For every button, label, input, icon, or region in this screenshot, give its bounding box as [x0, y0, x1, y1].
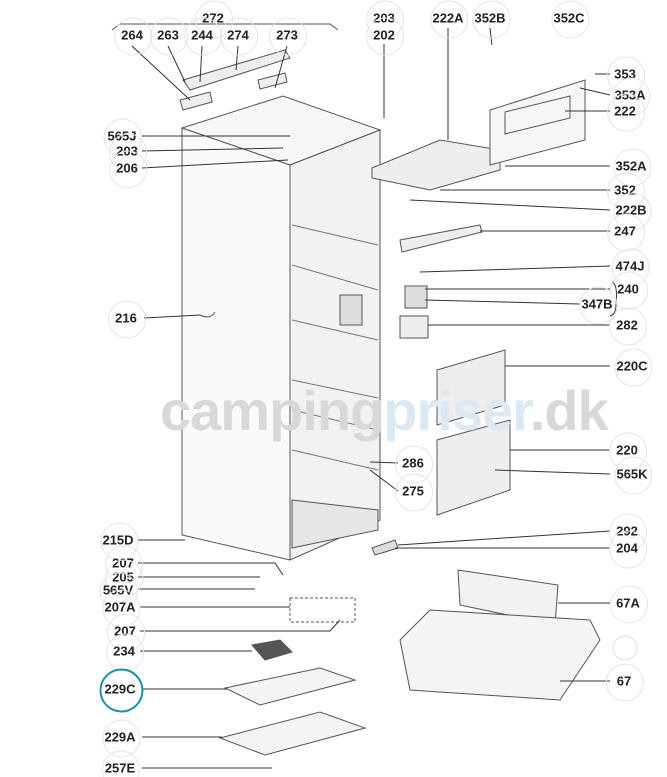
cabinet-floor	[291, 499, 379, 549]
part-label-67A[interactable]: 67A	[610, 585, 648, 623]
fins-220	[436, 419, 511, 516]
part-label-222[interactable]: 222	[607, 93, 645, 131]
part-label-229C-selected[interactable]: 229C	[98, 668, 144, 712]
drawer-67	[399, 609, 601, 701]
part-292	[371, 539, 399, 556]
part-282	[399, 315, 429, 339]
shelf-229C	[223, 667, 357, 706]
watermark-text-1: camping	[160, 379, 384, 442]
part-label-220[interactable]: 220	[609, 432, 647, 470]
part-label-565K[interactable]: 565K	[613, 456, 653, 494]
freezer-compartment-222A	[371, 139, 501, 191]
part-label-202[interactable]: 202	[366, 17, 404, 55]
watermark: campingpriser.dk	[160, 378, 609, 443]
part-label-264[interactable]: 264	[114, 17, 152, 55]
control-module-240	[404, 285, 428, 309]
end-cap-264	[179, 91, 213, 111]
part-label-229A[interactable]: 229A	[101, 719, 141, 757]
part-label-216[interactable]: 216	[108, 300, 146, 338]
ice-tray-234	[251, 639, 293, 661]
cabinet-side	[181, 127, 291, 561]
part-label-204[interactable]: 204	[609, 530, 647, 568]
watermark-text-3: .dk	[529, 379, 609, 442]
part-label-286[interactable]: 286	[395, 445, 433, 483]
part-label-206[interactable]: 206	[109, 150, 147, 188]
part-label-352B[interactable]: 352B	[471, 0, 511, 38]
part-label-263[interactable]: 263	[150, 17, 188, 55]
part-label-273[interactable]: 273	[269, 17, 307, 55]
fins-220C	[436, 349, 506, 426]
part-label-352C[interactable]: 352C	[550, 0, 590, 38]
part-label-207A[interactable]: 207A	[101, 589, 141, 627]
end-cap-273	[257, 72, 288, 90]
bracket-247	[399, 224, 483, 253]
freezer-door-222	[489, 79, 586, 166]
cabinet-interior	[289, 129, 381, 561]
thermostat-plate	[339, 294, 363, 326]
part-label-67[interactable]: 67	[605, 663, 645, 701]
part-label-275[interactable]: 275	[395, 473, 433, 511]
shelf-229A	[218, 711, 367, 756]
part-label-257E[interactable]: 257E	[101, 750, 141, 777]
part-label-274[interactable]: 274	[220, 17, 258, 55]
part-label-244[interactable]: 244	[184, 17, 222, 55]
part-label-220C[interactable]: 220C	[613, 348, 653, 386]
cable-216	[199, 311, 216, 318]
part-label-247[interactable]: 247	[607, 213, 645, 251]
kit-207A	[289, 597, 356, 623]
part-label-234[interactable]: 234	[106, 633, 144, 671]
part-label-352A[interactable]: 352A	[612, 148, 652, 186]
interior-shelves	[291, 224, 379, 471]
part-label-222A[interactable]: 222A	[429, 0, 469, 38]
part-label-282[interactable]: 282	[609, 307, 647, 345]
watermark-text-2: priser	[383, 379, 531, 442]
part-label-240[interactable]: 240	[610, 271, 648, 309]
part-label-347B[interactable]: 347B	[578, 286, 618, 324]
freezer-door-window	[504, 95, 571, 135]
